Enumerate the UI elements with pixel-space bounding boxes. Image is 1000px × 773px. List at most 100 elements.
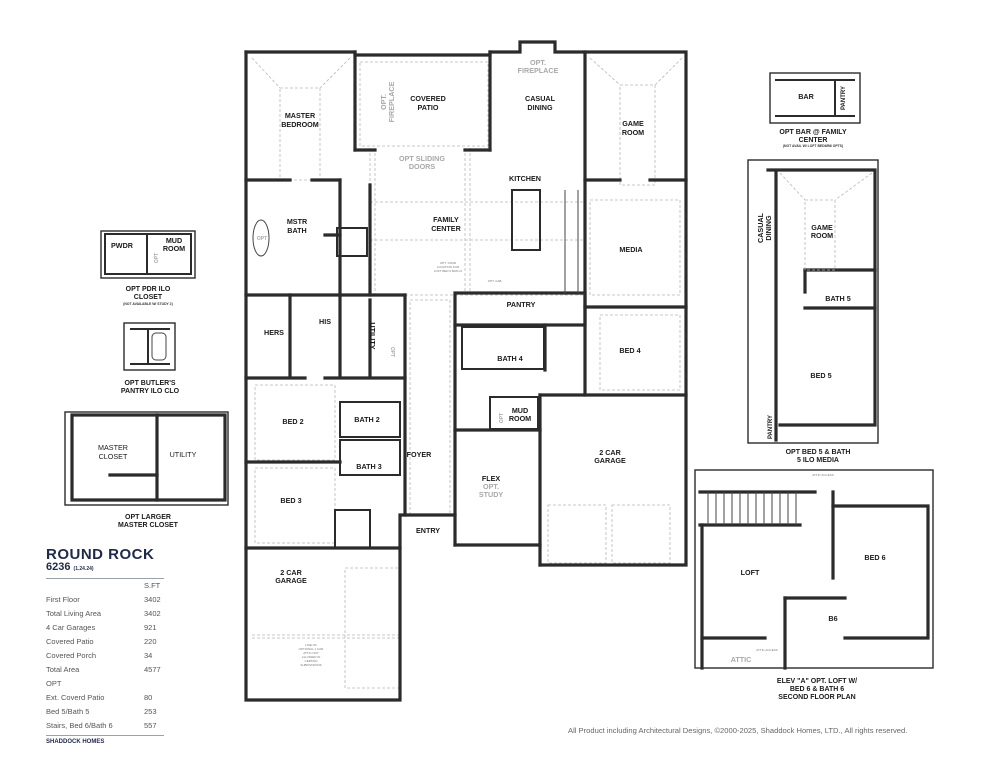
plan-number: 6236 <box>46 561 71 573</box>
mud-label: MUD <box>166 236 182 245</box>
opt-stair-note-l3: LOFT BED 6 BATH 6 <box>434 269 463 273</box>
area-row: OPT <box>46 677 164 691</box>
opt-sliding-doors-l1: OPT SLIDING <box>399 154 445 163</box>
room-family-center-l2: CENTER <box>431 224 461 233</box>
room-media: MEDIA <box>619 245 642 254</box>
area-value: 34 <box>144 651 153 660</box>
room-pantry: PANTRY <box>507 300 536 309</box>
interior-walls <box>244 50 688 567</box>
room-entry: ENTRY <box>416 526 440 535</box>
opt-study-l2: STUDY <box>479 490 504 499</box>
casual-label: CASUAL <box>756 212 765 243</box>
room-bath-2: BATH 2 <box>354 415 379 424</box>
plan-revision: (1.24.24) <box>73 566 94 572</box>
room-bath-3: BATH 3 <box>356 462 381 471</box>
room-kitchen: KITCHEN <box>509 174 541 183</box>
room-mud-room-l2: ROOM <box>509 414 531 423</box>
second-floor-caption-l3: SECOND FLOOR PLAN <box>778 694 855 701</box>
bed5-caption-l2: 5 ILO MEDIA <box>797 457 839 464</box>
room-garage-left-l1: 2 CAR <box>280 568 302 577</box>
closet-caption-l2: MASTER CLOSET <box>118 522 179 529</box>
opt-fireplace-patio-l1: OPT. <box>379 94 388 110</box>
inset-opt-butler: OPT BUTLER'S PANTRY ILO CLO <box>121 322 180 395</box>
bar-pantry-label: PANTRY <box>841 86 847 110</box>
attic-access-top: ATTIC ACCESS <box>812 473 833 477</box>
dining-label: DINING <box>764 215 773 241</box>
room-flex: FLEX <box>482 474 501 483</box>
area-row: Stairs, Bed 6/Bath 6 557 <box>46 719 164 733</box>
area-row: 4 Car Garages 921 <box>46 621 164 635</box>
area-value: 557 <box>144 721 157 730</box>
inset-second-floor: LOFT BED 6 B6 ATTIC ATTIC ACCESS ATTIC A… <box>694 469 934 701</box>
opt-study-l1: OPT. <box>483 482 499 491</box>
second-floor-caption-l1: ELEV "A" OPT. LOFT W/ <box>777 678 857 685</box>
area-label: Stairs, Bed 6/Bath 6 <box>46 721 113 730</box>
room-garage-right-l1: 2 CAR <box>599 448 621 457</box>
bed5-pantry-label: PANTRY <box>768 415 774 439</box>
room-hers: HERS <box>264 328 284 337</box>
bathtub <box>252 219 270 257</box>
loft-label: LOFT <box>741 568 760 577</box>
bar-caption-l2: CENTER <box>799 137 828 144</box>
garage-note-l3: ATTIC NOT <box>303 651 319 655</box>
room-family-center-l1: FAMILY <box>433 215 459 224</box>
area-value: 253 <box>144 707 157 716</box>
plan-number-line: 6236 (1.24.24) <box>46 562 164 575</box>
room-game-room-l2: ROOM <box>622 128 644 137</box>
closet-caption-l1: OPT LARGER <box>125 514 171 521</box>
area-label: Covered Patio <box>46 637 94 646</box>
bar-caption-l1: OPT BAR @ FAMILY <box>779 129 847 136</box>
second-floor-caption-l2: BED 6 & BATH 6 <box>790 686 844 693</box>
room-garage-right-l2: GARAGE <box>594 456 626 465</box>
area-value: 3402 <box>144 609 161 618</box>
ceiling-lines <box>251 57 683 689</box>
room-master-bedroom-l2: BEDROOM <box>281 120 319 129</box>
area-label: 4 Car Garages <box>46 623 96 632</box>
room-mstr-bath-l1: MSTR <box>287 217 308 226</box>
b6-label: B6 <box>828 614 837 623</box>
attic-label: ATTIC <box>731 655 752 664</box>
bed5-caption-l1: OPT BED 5 & BATH <box>786 449 851 456</box>
pwdr-label: PWDR <box>111 241 134 250</box>
opt-stair-note-l2: LOCATION FOR <box>437 265 460 269</box>
main-floor-plan: MASTER BEDROOM COVERED PATIO OPT.FIREPLA… <box>244 40 688 702</box>
builder-name: SHADDOCK HOMES <box>46 735 164 745</box>
room-bed-3: BED 3 <box>280 496 301 505</box>
sqft-header-row: S.FT <box>46 579 164 593</box>
master-label: MASTER <box>98 443 128 452</box>
exterior-walls <box>244 40 688 702</box>
bar-label: BAR <box>798 92 814 101</box>
closet-label: CLOSET <box>99 452 128 461</box>
pdr-caption-l2: CLOSET <box>134 294 163 301</box>
area-label: Covered Porch <box>46 651 97 660</box>
room-casual-dining-l2: DINING <box>527 103 553 112</box>
inset-opt-bar: BAR PANTRY OPT BAR @ FAMILY CENTER (NOT … <box>769 72 861 148</box>
stairs <box>707 492 797 525</box>
room-covered-patio-l2: PATIO <box>418 103 439 112</box>
area-value <box>144 677 164 691</box>
game-label: GAME <box>811 223 833 232</box>
copyright-notice: All Product including Architectural Desi… <box>568 726 908 735</box>
room-his: HIS <box>319 317 331 326</box>
area-value: 921 <box>144 623 157 632</box>
opt-tub-label: OPT <box>257 236 267 242</box>
room-foyer: FOYER <box>407 450 433 459</box>
area-label: Total Area <box>46 665 80 674</box>
room-bath-4: BATH 4 <box>497 354 522 363</box>
opt-stair-note-l1: OPT. STAIR <box>440 261 457 265</box>
inset-opt-pdr: PWDR MUD ROOM OPT OPT PDR ILO CLOSET (NO… <box>100 230 196 306</box>
room-label: ROOM <box>163 244 185 253</box>
opt-mud-label: OPT <box>499 413 505 423</box>
opt-fireplace-l1: OPT. <box>530 58 546 67</box>
bed-5-label: BED 5 <box>810 371 831 380</box>
plan-name: ROUND ROCK <box>46 546 155 563</box>
pdr-caption-l1: OPT PDR ILO <box>126 286 171 293</box>
room-casual-dining-l1: CASUAL <box>525 94 556 103</box>
garage-note-l4: ALLOWED IN <box>302 655 321 659</box>
